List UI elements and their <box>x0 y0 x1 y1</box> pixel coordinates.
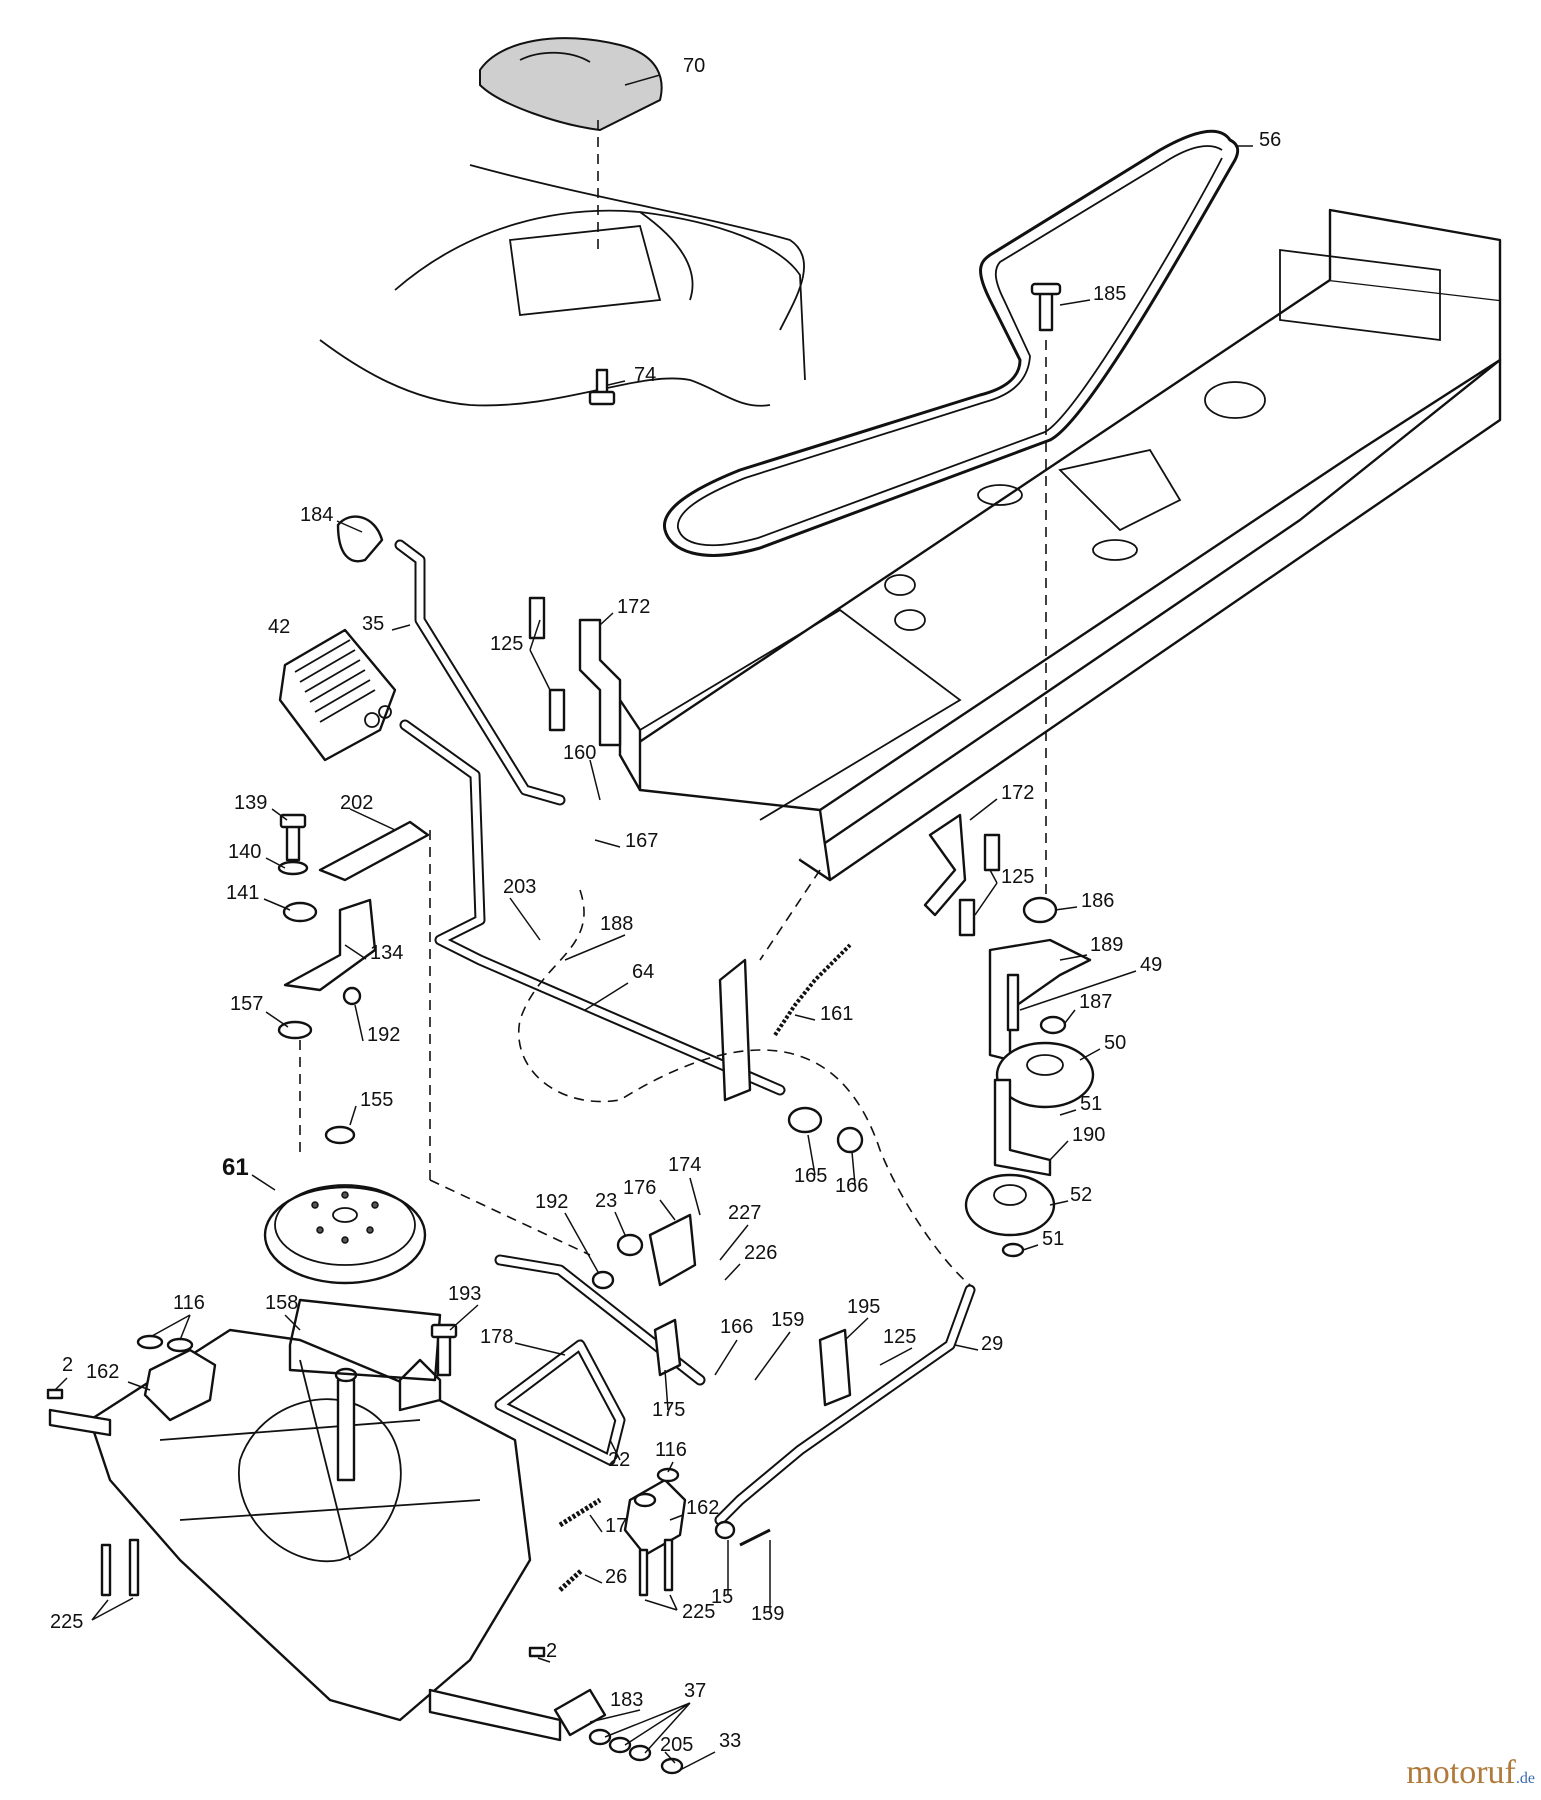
callout-192b: 192 <box>535 1191 568 1213</box>
callout-125c: 125 <box>883 1326 916 1348</box>
callout-189: 189 <box>1090 934 1123 956</box>
callout-162a: 162 <box>86 1361 119 1383</box>
callout-49: 49 <box>1140 954 1162 976</box>
callout-139: 139 <box>234 792 267 814</box>
brake-pedal <box>278 515 786 1096</box>
callout-159a: 159 <box>771 1309 804 1331</box>
callout-51b: 51 <box>1042 1228 1064 1250</box>
callout-140: 140 <box>228 841 261 863</box>
callout-155: 155 <box>360 1089 393 1111</box>
callout-50: 50 <box>1104 1032 1126 1054</box>
callout-70: 70 <box>683 55 705 77</box>
callout-165: 165 <box>794 1165 827 1187</box>
callout-26: 26 <box>605 1566 627 1588</box>
callout-202: 202 <box>340 792 373 814</box>
callout-176: 176 <box>623 1177 656 1199</box>
callout-141: 141 <box>226 882 259 904</box>
callout-64: 64 <box>632 961 654 983</box>
pulley-61 <box>263 1125 427 1285</box>
callout-37: 37 <box>684 1680 706 1702</box>
callout-42: 42 <box>268 616 290 638</box>
callout-190: 190 <box>1072 1124 1105 1146</box>
callout-226: 226 <box>744 1242 777 1264</box>
bracket-172 <box>528 596 1001 937</box>
callout-162b: 162 <box>686 1497 719 1519</box>
bolt-74 <box>588 368 616 406</box>
callout-116a: 116 <box>173 1292 205 1314</box>
drive-belt-56 <box>662 129 1240 557</box>
callout-174: 174 <box>668 1154 701 1176</box>
callout-17: 17 <box>605 1515 627 1537</box>
callout-203: 203 <box>503 876 536 898</box>
callout-15: 15 <box>711 1586 733 1608</box>
callout-167: 167 <box>625 830 658 852</box>
callout-187: 187 <box>1079 991 1112 1013</box>
callout-188: 188 <box>600 913 633 935</box>
callout-52: 52 <box>1070 1184 1092 1206</box>
shaft-64 <box>718 958 864 1154</box>
callout-195: 195 <box>847 1296 880 1318</box>
watermark-main: motoruf <box>1406 1754 1516 1791</box>
console-cover-70 <box>479 37 663 255</box>
callout-183: 183 <box>610 1689 643 1711</box>
springs <box>558 943 852 1592</box>
callout-35: 35 <box>362 613 384 635</box>
assembly-path-2 <box>429 869 821 1256</box>
hangers <box>46 1298 687 1658</box>
lower-linkage <box>494 1213 976 1547</box>
callout-166b: 166 <box>720 1316 753 1338</box>
callout-192a: 192 <box>367 1024 400 1046</box>
leader-lines <box>54 74 1253 1771</box>
callout-172b: 172 <box>1001 782 1034 804</box>
callout-161: 161 <box>820 1003 853 1025</box>
frame-rail <box>618 208 1502 882</box>
callout-2b: 2 <box>546 1640 557 1662</box>
callout-178: 178 <box>480 1326 513 1348</box>
callout-74: 74 <box>634 364 656 386</box>
watermark-suffix: .de <box>1515 1770 1535 1787</box>
transaxle <box>48 1328 562 1742</box>
callout-29: 29 <box>981 1333 1003 1355</box>
callout-134: 134 <box>370 942 403 964</box>
callout-116b: 116 <box>655 1439 687 1461</box>
callout-159b: 159 <box>751 1603 784 1625</box>
assembly-path <box>517 889 971 1286</box>
callout-185: 185 <box>1093 283 1126 305</box>
bracket-stack <box>277 813 431 1180</box>
callout-225a: 225 <box>50 1611 83 1633</box>
callout-157: 157 <box>230 993 263 1015</box>
callout-186: 186 <box>1081 890 1114 912</box>
callout-227: 227 <box>728 1202 761 1224</box>
callout-193: 193 <box>448 1283 481 1305</box>
callout-184: 184 <box>300 504 333 526</box>
callout-33: 33 <box>719 1730 741 1752</box>
callout-56: 56 <box>1259 129 1281 151</box>
callout-166a: 166 <box>835 1175 868 1197</box>
callout-125b: 125 <box>1001 866 1034 888</box>
callout-175: 175 <box>652 1399 685 1421</box>
callout-160: 160 <box>563 742 596 764</box>
callout-225b: 225 <box>682 1601 715 1623</box>
callout-51a: 51 <box>1080 1093 1102 1115</box>
callout-125a: 125 <box>490 633 523 655</box>
callout-23: 23 <box>595 1190 617 1212</box>
callout-205: 205 <box>660 1734 693 1756</box>
callout-22: 22 <box>608 1449 630 1471</box>
bolt-185 <box>1030 282 1062 900</box>
callout-172a: 172 <box>617 596 650 618</box>
callout-158: 158 <box>265 1292 298 1314</box>
callout-2a: 2 <box>62 1354 73 1376</box>
callout-61: 61 <box>222 1154 249 1181</box>
idler-assembly <box>964 896 1095 1258</box>
fender-illustration <box>319 164 806 407</box>
watermark: motoruf.de <box>1406 1754 1535 1792</box>
